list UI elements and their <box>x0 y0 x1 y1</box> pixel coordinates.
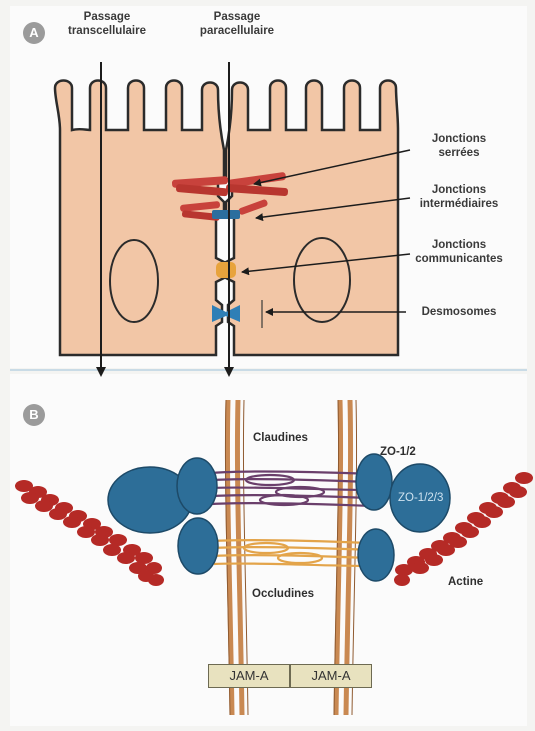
desmosome <box>212 305 240 322</box>
jam-a-left: JAM-A <box>208 664 290 688</box>
intermediate-junction-label: Jonctions intermédiaires <box>400 183 518 211</box>
right-epithelial-cell <box>226 81 398 356</box>
gap-junction-line-1: Jonctions <box>400 238 518 252</box>
gap-junction <box>216 262 236 278</box>
intermediate-junction-line-1: Jonctions <box>400 183 518 197</box>
zo-protein <box>178 518 218 574</box>
claudines-label: Claudines <box>253 432 308 444</box>
zo-protein <box>177 458 217 514</box>
gap-junction-line-2: communicantes <box>400 252 518 266</box>
actine-label: Actine <box>448 576 483 588</box>
zo-protein <box>356 454 392 510</box>
paracellular-passage-label: Passage paracellulaire <box>184 10 290 38</box>
zo-protein <box>358 529 394 581</box>
paracellular-line-1: Passage <box>184 10 290 24</box>
tight-junction-label: Jonctions serrées <box>400 132 518 160</box>
desmosome-line-1: Desmosomes <box>400 305 518 319</box>
intermediate-junction <box>212 210 240 219</box>
panel-a-badge: A <box>23 22 45 44</box>
zo123-label: ZO-1/2/3 <box>398 492 443 504</box>
intermediate-junction-line-2: intermédiaires <box>400 197 518 211</box>
zo12-label: ZO-1/2 <box>380 446 416 458</box>
occludines-label: Occludines <box>252 588 314 600</box>
gap-junction-label: Jonctions communicantes <box>400 238 518 266</box>
panel-b-badge: B <box>23 404 45 426</box>
paracellular-line-2: paracellulaire <box>184 24 290 38</box>
desmosome-label: Desmosomes <box>400 305 518 319</box>
tight-junction-line-1: Jonctions <box>400 132 518 146</box>
jam-a-right: JAM-A <box>290 664 372 688</box>
tight-junction-line-2: serrées <box>400 146 518 160</box>
transcellular-line-1: Passage <box>52 10 162 24</box>
transcellular-line-2: transcellulaire <box>52 24 162 38</box>
transcellular-passage-label: Passage transcellulaire <box>52 10 162 38</box>
